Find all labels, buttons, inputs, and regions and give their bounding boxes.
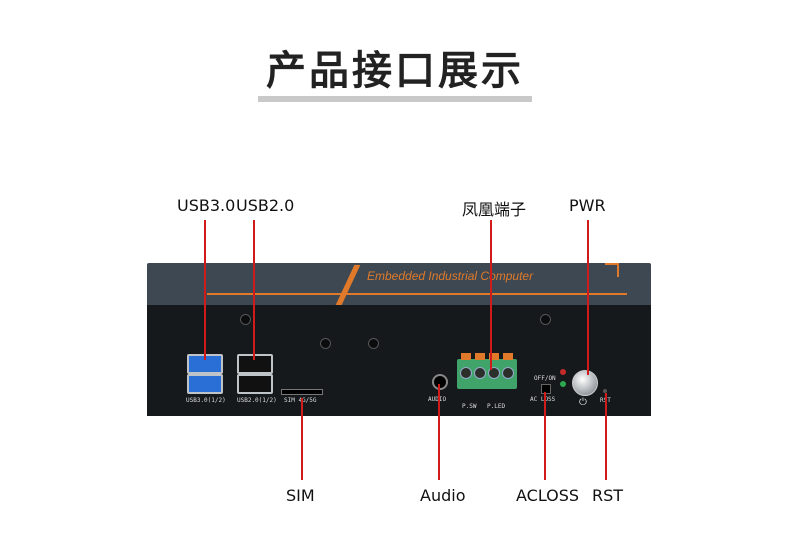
callout-line-sim xyxy=(301,398,303,480)
phoenix-terminal[interactable] xyxy=(457,353,517,389)
callout-line-audio xyxy=(438,384,440,480)
usb30-port-label: USB3.0(1/2) xyxy=(186,397,226,404)
callout-line-pwr xyxy=(587,220,589,375)
terminal-pin xyxy=(474,367,486,379)
screw-icon xyxy=(240,314,251,325)
callout-phoenix: 凤凰端子 xyxy=(462,200,527,219)
usb2-port-2[interactable] xyxy=(237,374,273,394)
chassis-front-panel xyxy=(147,305,651,416)
callout-audio: Audio xyxy=(420,486,466,505)
usb2-port-1[interactable] xyxy=(237,354,273,374)
callout-rst: RST xyxy=(592,486,624,505)
sim-port-label: SIM 4G/5G xyxy=(284,397,317,404)
screw-icon xyxy=(540,314,551,325)
page-title: 产品接口展示 xyxy=(266,48,524,94)
title-underline xyxy=(258,96,532,102)
power-led xyxy=(560,369,566,375)
usb3-port-2[interactable] xyxy=(187,374,223,394)
status-led xyxy=(560,381,566,387)
audio-port-label: AUDIO xyxy=(428,396,446,403)
screw-icon xyxy=(368,338,379,349)
power-button[interactable] xyxy=(572,370,598,396)
audio-jack[interactable] xyxy=(432,374,448,390)
psw-label: P.SW xyxy=(462,403,477,410)
callout-acloss: ACLOSS xyxy=(516,486,580,505)
callout-line-usb30 xyxy=(204,220,206,360)
screw-icon xyxy=(320,338,331,349)
callout-line-usb20 xyxy=(253,220,255,360)
acloss-label: AC LOSS xyxy=(530,396,556,403)
usb20-port-label: USB2.0(1/2) xyxy=(237,397,277,404)
callout-usb30: USB3.0 xyxy=(177,196,236,215)
terminal-pin xyxy=(488,367,500,379)
power-icon: ⏻ xyxy=(579,397,587,408)
callout-line-phoenix xyxy=(490,220,492,370)
offon-label: OFF/ON xyxy=(534,375,556,382)
terminal-pin xyxy=(502,367,514,379)
callout-line-rst xyxy=(605,393,607,480)
callout-line-acloss xyxy=(544,392,546,480)
reset-button[interactable] xyxy=(603,389,607,393)
callout-sim: SIM xyxy=(286,486,315,505)
sim-slot[interactable] xyxy=(281,389,323,395)
callout-pwr: PWR xyxy=(569,196,606,215)
chassis-top-panel: Embedded Industrial Computer xyxy=(147,263,651,305)
terminal-pin xyxy=(460,367,472,379)
corner-mark xyxy=(605,263,619,277)
callout-usb20: USB2.0 xyxy=(236,196,295,215)
brand-text: Embedded Industrial Computer xyxy=(367,269,534,283)
pled-label: P.LED xyxy=(487,403,506,410)
chassis-stripe xyxy=(207,265,627,295)
acloss-switch[interactable] xyxy=(541,384,551,394)
